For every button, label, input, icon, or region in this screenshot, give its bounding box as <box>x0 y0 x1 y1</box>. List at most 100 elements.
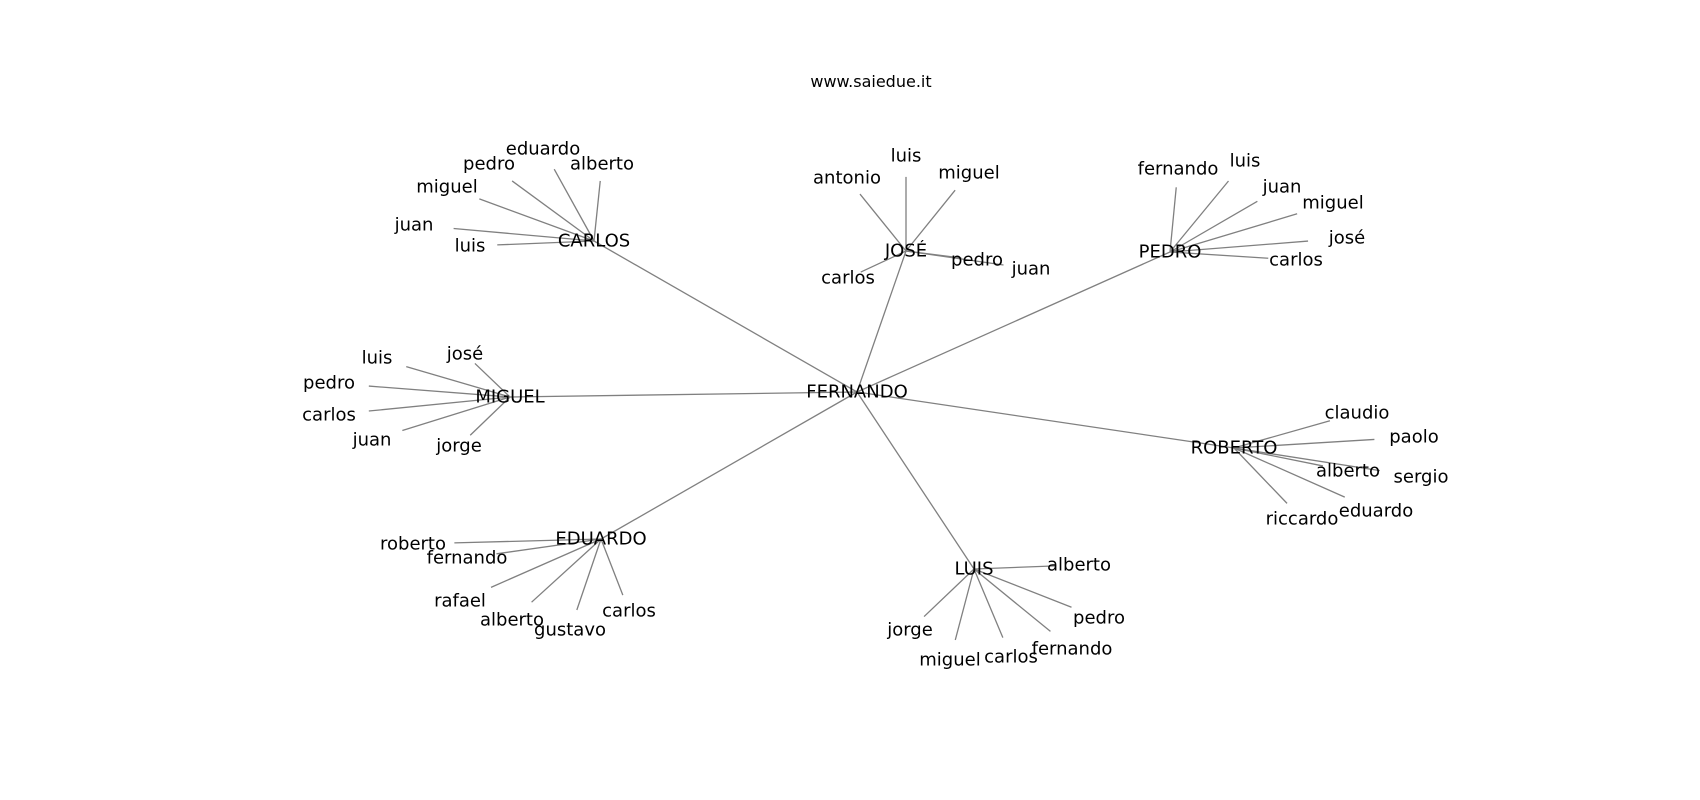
edge-jose-2 <box>905 189 956 252</box>
leaf-node-miguel-2: pedro <box>303 373 355 394</box>
edge-jose-4 <box>905 250 1004 266</box>
leaf-node-carlos-3: miguel <box>416 177 477 198</box>
leaf-node-roberto-5: eduardo <box>1339 501 1413 522</box>
edge-root-carlos <box>593 240 858 393</box>
edge-luis-3 <box>954 568 975 641</box>
hub-node-luis: LUIS <box>954 559 993 580</box>
edge-carlos-1 <box>511 180 595 242</box>
leaf-node-pedro-4: josé <box>1328 228 1365 249</box>
edge-miguel-0 <box>406 365 511 398</box>
hub-node-pedro: PEDRO <box>1139 242 1202 263</box>
edge-roberto-5 <box>1233 447 1346 498</box>
edge-luis-0 <box>973 565 1056 570</box>
edge-root-jose <box>856 250 907 393</box>
leaf-node-miguel-3: carlos <box>302 405 356 426</box>
leaf-node-carlos-4: juan <box>394 215 434 236</box>
edge-miguel-3 <box>368 396 511 412</box>
edge-root-roberto <box>856 391 1235 449</box>
leaf-node-jose-0: luis <box>891 146 922 167</box>
hub-node-eduardo: EDUARDO <box>555 529 646 550</box>
edge-roberto-1 <box>1233 438 1375 449</box>
leaf-node-jose-4: juan <box>1011 259 1051 280</box>
edge-carlos-4 <box>453 227 595 242</box>
edge-roberto-3 <box>1233 447 1380 472</box>
leaf-node-pedro-1: luis <box>1230 151 1261 172</box>
edge-carlos-3 <box>479 198 595 242</box>
edge-pedro-3 <box>1169 213 1298 253</box>
leaf-node-roberto-4: riccardo <box>1266 509 1339 530</box>
edge-miguel-1 <box>474 362 511 398</box>
leaf-node-jose-1: antonio <box>813 168 881 189</box>
leaf-node-pedro-3: miguel <box>1302 193 1363 214</box>
root-node-label: FERNANDO <box>806 382 908 403</box>
leaf-node-roberto-1: paolo <box>1389 427 1438 448</box>
leaf-node-carlos-5: luis <box>455 236 486 257</box>
leaf-node-luis-4: carlos <box>984 647 1038 668</box>
leaf-node-roberto-2: alberto <box>1316 461 1380 482</box>
leaf-node-jose-2: miguel <box>938 163 999 184</box>
edge-pedro-1 <box>1169 180 1230 253</box>
edge-pedro-0 <box>1169 187 1177 253</box>
hub-node-roberto: ROBERTO <box>1191 438 1278 459</box>
leaf-node-luis-5: fernando <box>1032 639 1113 660</box>
leaf-node-luis-1: jorge <box>886 620 933 641</box>
edge-pedro-5 <box>1169 251 1269 259</box>
edge-root-pedro <box>856 251 1171 393</box>
leaf-node-carlos-1: pedro <box>463 154 515 175</box>
leaf-node-eduardo-2: rafael <box>434 591 486 612</box>
leaf-node-eduardo-5: carlos <box>602 601 656 622</box>
edge-luis-4 <box>973 568 1004 638</box>
edge-luis-1 <box>923 568 975 618</box>
edge-eduardo-2 <box>490 538 602 588</box>
leaf-node-miguel-0: luis <box>362 348 393 369</box>
hub-node-miguel: MIGUEL <box>475 387 544 408</box>
leaf-node-carlos-0: eduardo <box>506 139 580 160</box>
edge-roberto-0 <box>1233 420 1331 449</box>
leaf-node-jose-3: pedro <box>951 250 1003 271</box>
leaf-node-miguel-4: juan <box>352 430 392 451</box>
leaf-node-pedro-2: juan <box>1262 177 1302 198</box>
edge-miguel-4 <box>402 396 511 432</box>
edge-root-miguel <box>509 391 858 398</box>
edge-root-eduardo <box>600 391 858 540</box>
edge-root-luis <box>856 391 975 570</box>
leaf-node-luis-3: miguel <box>919 650 980 671</box>
leaf-node-roberto-3: sergio <box>1394 467 1449 488</box>
watermark-title: www.saiedue.it <box>810 72 932 91</box>
edge-pedro-2 <box>1169 200 1258 253</box>
leaf-node-eduardo-3: alberto <box>480 610 544 631</box>
edge-miguel-5 <box>469 396 511 436</box>
hub-node-carlos: CARLOS <box>558 231 630 252</box>
leaf-node-eduardo-4: gustavo <box>534 620 606 641</box>
leaf-node-eduardo-0: roberto <box>380 534 446 555</box>
edge-carlos-2 <box>593 180 601 242</box>
leaf-node-pedro-5: carlos <box>1269 250 1323 271</box>
edge-luis-5 <box>973 568 1051 632</box>
edge-eduardo-0 <box>454 538 602 544</box>
leaf-node-luis-2: pedro <box>1073 608 1125 629</box>
edge-jose-1 <box>859 193 907 252</box>
hub-node-jose: JOSÉ <box>884 240 927 262</box>
leaf-node-pedro-0: fernando <box>1138 159 1219 180</box>
leaf-node-roberto-0: claudio <box>1325 403 1390 424</box>
edge-eduardo-4 <box>576 538 602 611</box>
edge-pedro-4 <box>1169 240 1309 253</box>
leaf-node-luis-0: alberto <box>1047 555 1111 576</box>
edge-roberto-2 <box>1233 447 1324 467</box>
leaf-node-miguel-1: josé <box>446 344 483 365</box>
leaf-node-carlos-2: alberto <box>570 154 634 175</box>
leaf-node-eduardo-1: fernando <box>427 548 508 569</box>
edge-jose-5 <box>860 250 907 273</box>
leaf-node-miguel-5: jorge <box>435 436 482 457</box>
edge-carlos-0 <box>553 168 595 242</box>
edges-layer <box>368 168 1380 641</box>
edge-eduardo-3 <box>531 538 602 603</box>
edge-eduardo-1 <box>496 538 602 555</box>
edge-roberto-4 <box>1233 447 1288 504</box>
edge-luis-2 <box>973 568 1072 608</box>
leaf-node-jose-5: carlos <box>821 268 875 289</box>
edge-carlos-5 <box>497 240 595 246</box>
edge-miguel-2 <box>368 385 511 398</box>
